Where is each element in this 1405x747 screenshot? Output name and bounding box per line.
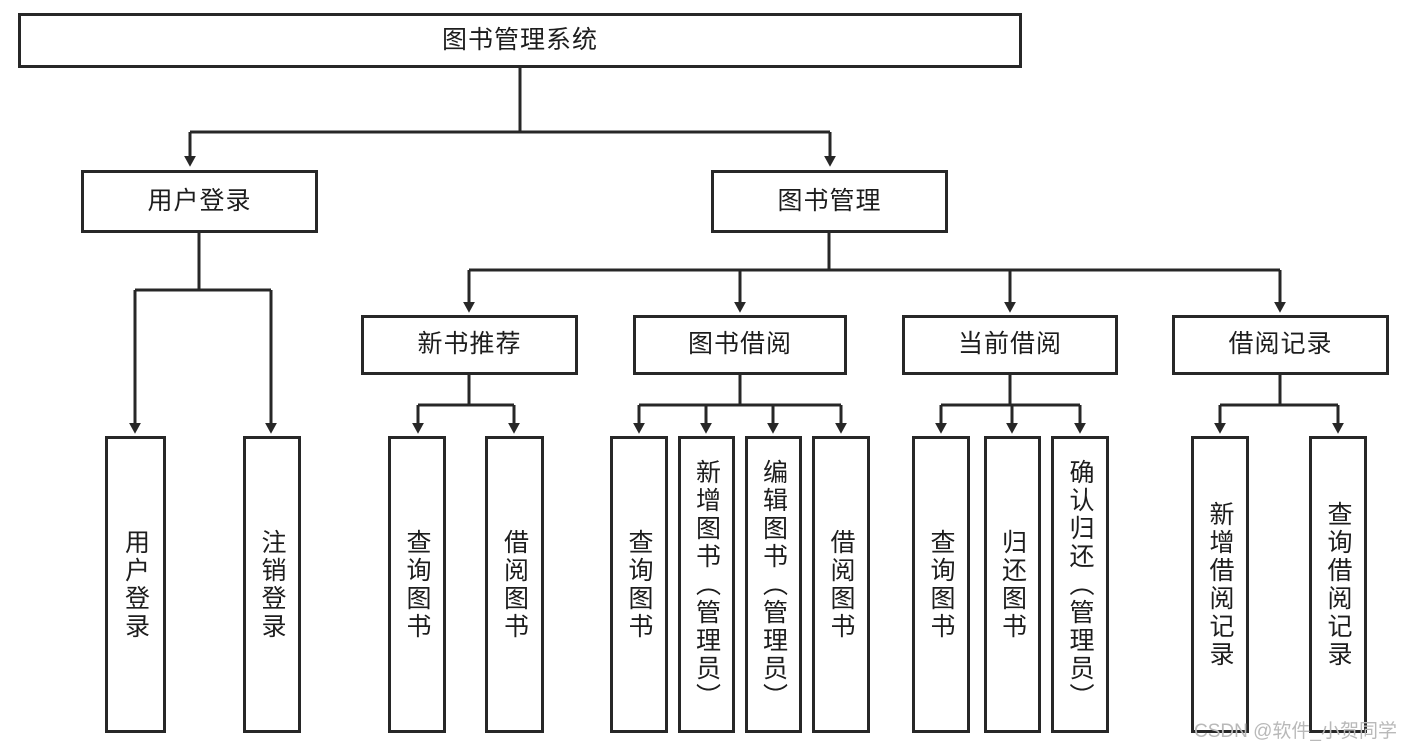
node-book-management[interactable]: 图书管理: [711, 170, 948, 233]
leaf-logout-label: 注销登录: [258, 528, 286, 641]
node-borrow-records[interactable]: 借阅记录: [1172, 315, 1389, 375]
node-book-management-label: 图书管理: [777, 186, 882, 215]
leaf-edit-book-admin[interactable]: 编辑图书（管理员）: [745, 436, 802, 733]
leaf-lend-book[interactable]: 借阅图书: [812, 436, 870, 733]
leaf-return-book[interactable]: 归还图书: [984, 436, 1041, 733]
leaf-logout[interactable]: 注销登录: [243, 436, 301, 733]
leaf-query-book-borrow[interactable]: 查询图书: [610, 436, 668, 733]
leaf-confirm-return-admin-label: 确认归还（管理员）: [1066, 458, 1094, 711]
node-book-borrow[interactable]: 图书借阅: [633, 315, 847, 375]
leaf-add-borrow-record-label: 新增借阅记录: [1206, 500, 1234, 669]
leaf-user-login[interactable]: 用户登录: [105, 436, 166, 733]
node-user-login[interactable]: 用户登录: [81, 170, 318, 233]
leaf-confirm-return-admin[interactable]: 确认归还（管理员）: [1051, 436, 1109, 733]
watermark: CSDN @软件_小贺同学: [1194, 721, 1397, 742]
leaf-add-book-admin-label: 新增图书（管理员）: [692, 458, 721, 711]
leaf-query-borrow-record-label: 查询借阅记录: [1324, 500, 1352, 669]
leaf-query-borrow-record[interactable]: 查询借阅记录: [1309, 436, 1367, 733]
leaf-return-book-label: 归还图书: [998, 528, 1027, 641]
leaf-query-book-borrow-label: 查询图书: [625, 528, 653, 641]
leaf-borrow-book-recommend[interactable]: 借阅图书: [485, 436, 544, 733]
node-user-login-label: 用户登录: [147, 186, 252, 215]
leaf-query-book-current[interactable]: 查询图书: [912, 436, 970, 733]
node-book-borrow-label: 图书借阅: [687, 330, 792, 359]
node-root[interactable]: 图书管理系统: [18, 13, 1022, 68]
node-current-borrow-label: 当前借阅: [957, 330, 1062, 359]
node-root-label: 图书管理系统: [441, 25, 598, 54]
leaf-query-book-recommend-label: 查询图书: [403, 528, 431, 641]
node-new-book-recommend-label: 新书推荐: [417, 330, 522, 359]
leaf-query-book-current-label: 查询图书: [927, 528, 955, 641]
leaf-add-book-admin[interactable]: 新增图书（管理员）: [678, 436, 735, 733]
leaf-borrow-book-recommend-label: 借阅图书: [500, 528, 529, 641]
leaf-query-book-recommend[interactable]: 查询图书: [388, 436, 446, 733]
node-current-borrow[interactable]: 当前借阅: [902, 315, 1118, 375]
node-borrow-records-label: 借阅记录: [1228, 330, 1333, 359]
leaf-lend-book-label: 借阅图书: [827, 528, 855, 641]
node-new-book-recommend[interactable]: 新书推荐: [361, 315, 578, 375]
leaf-edit-book-admin-label: 编辑图书（管理员）: [759, 458, 788, 711]
leaf-user-login-label: 用户登录: [121, 528, 150, 641]
leaf-add-borrow-record[interactable]: 新增借阅记录: [1191, 436, 1249, 733]
